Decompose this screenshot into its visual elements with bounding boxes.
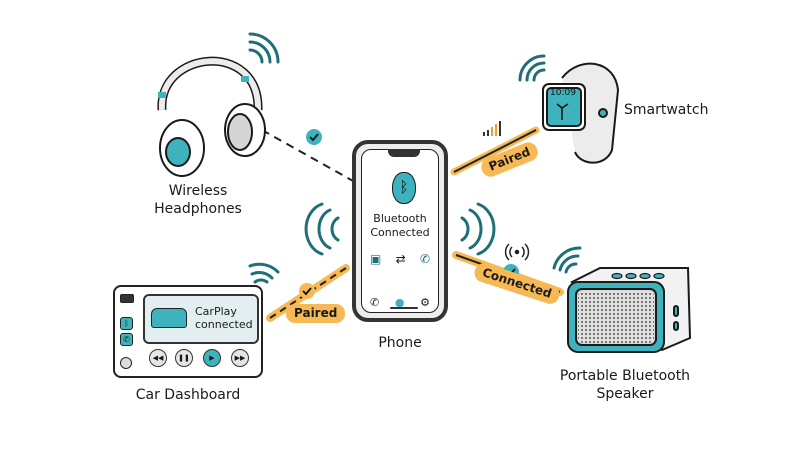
- phone-label: Phone: [378, 335, 422, 351]
- battery-icon: [120, 294, 134, 303]
- bluetooth-status-text: Bluetooth Connected: [362, 212, 438, 240]
- phone-action-row: ▣ ⇄ ✆: [370, 252, 430, 266]
- headphones-label-line1: Wireless: [168, 183, 228, 199]
- smartwatch-illustration: [542, 62, 620, 164]
- car-check-icon: [299, 283, 315, 299]
- headphones-label-line2: Headphones: [154, 201, 242, 217]
- bluetooth-status-line2: Connected: [370, 226, 430, 239]
- phone-notch: [388, 149, 420, 157]
- car-link: [269, 267, 347, 319]
- bluetooth-icon: ᛒ: [392, 172, 416, 204]
- phone-call-icon[interactable]: ✆: [419, 252, 430, 266]
- phone-left-wave-icon: [304, 202, 340, 256]
- carplay-status: CarPlay connected: [195, 305, 253, 331]
- broadcast-icon: [504, 243, 530, 261]
- settings-gear-icon[interactable]: ⚙: [420, 296, 430, 309]
- headphones-wave-icon: [248, 32, 280, 64]
- play-icon[interactable]: ▶: [203, 349, 221, 367]
- headphones-illustration: [157, 56, 266, 177]
- car-bluetooth-icon[interactable]: ᛒ: [120, 317, 133, 330]
- phone-bottom-nav: ✆ ● ⚙: [370, 296, 430, 309]
- phone-screen: ᛒ Bluetooth Connected ▣ ⇄ ✆ ✆ ● ⚙: [361, 149, 439, 313]
- carplay-screen: CarPlay connected: [143, 294, 259, 344]
- transfer-arrows-icon[interactable]: ⇄: [395, 252, 406, 266]
- phone-right-wave-icon: [460, 202, 496, 256]
- phone-icon[interactable]: ✆: [370, 296, 380, 309]
- smartwatch-label: Smartwatch: [624, 102, 709, 118]
- profile-icon[interactable]: ●: [394, 296, 405, 309]
- car-status-pill: Paired: [286, 304, 346, 323]
- car-dashboard-device: ᛒ ✆ CarPlay connected ◀◀ ❚❚ ▶ ▶▶: [113, 285, 263, 378]
- carplay-line2: connected: [195, 318, 253, 331]
- car-wave-icon: [248, 262, 280, 284]
- phone-device: ᛒ Bluetooth Connected ▣ ⇄ ✆ ✆ ● ⚙: [352, 140, 448, 322]
- headphones-link: [261, 129, 356, 183]
- watch-time: 10:09: [550, 88, 576, 98]
- home-indicator: [390, 307, 418, 309]
- contact-card-icon[interactable]: ▣: [370, 252, 382, 266]
- speaker-grille: [578, 291, 654, 343]
- car-knob[interactable]: [120, 357, 132, 369]
- signal-bars-icon: [483, 121, 501, 136]
- speaker-label-line1: Portable Bluetooth: [559, 368, 691, 384]
- car-phone-icon[interactable]: ✆: [120, 333, 133, 346]
- car-dashboard-label: Car Dashboard: [135, 387, 241, 403]
- pause-icon[interactable]: ❚❚: [175, 349, 193, 367]
- smartwatch-wave-icon: [518, 54, 546, 82]
- rewind-icon[interactable]: ◀◀: [149, 349, 167, 367]
- speaker-label: Portable Bluetooth Speaker: [545, 367, 705, 403]
- speaker-wave-icon: [552, 246, 582, 274]
- car-icon: [151, 308, 187, 328]
- smartwatch-link: [453, 129, 537, 173]
- fast-forward-icon[interactable]: ▶▶: [231, 349, 249, 367]
- headphones-label: Wireless Headphones: [148, 182, 248, 218]
- carplay-line1: CarPlay: [195, 305, 237, 318]
- bluetooth-status-line1: Bluetooth: [373, 212, 427, 225]
- speaker-label-line2: Speaker: [596, 386, 654, 402]
- headphones-check-icon: [306, 129, 322, 145]
